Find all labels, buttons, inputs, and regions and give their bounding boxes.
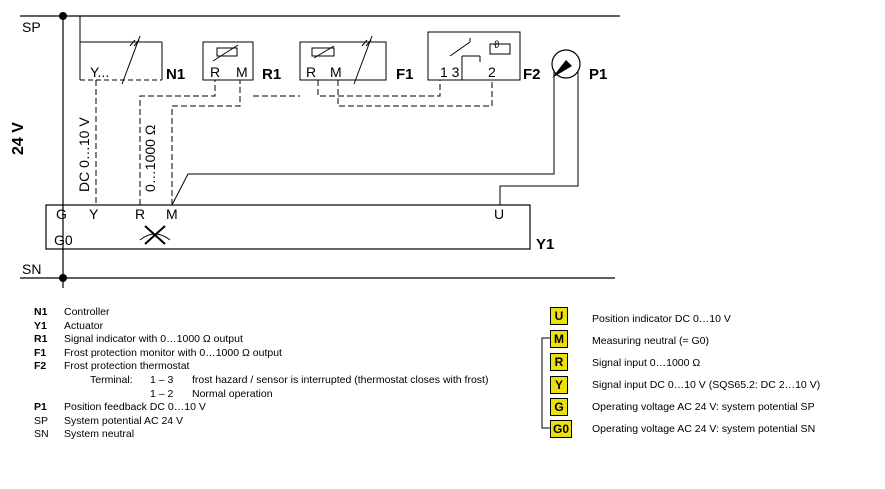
legend-text: Position feedback DC 0…10 V (64, 401, 206, 414)
legend-key: SN (34, 428, 49, 441)
terminal-y-box: Y (550, 376, 568, 394)
sn-label: SN (22, 261, 42, 277)
f2-tag: F2 (523, 66, 541, 83)
r1-m-label: M (236, 64, 248, 80)
f1-r-label: R (306, 64, 317, 80)
n1-tag: N1 (166, 66, 186, 83)
terminal-code: 1 – 2 (150, 387, 174, 400)
f2-thermo-symbol: ϑ (494, 40, 500, 51)
n1-inner-label: Y... (90, 64, 110, 80)
terminal-m-desc: Measuring neutral (= G0) (592, 335, 710, 347)
terminal-label: Terminal: (90, 373, 133, 386)
legend-text: Frost protection monitor with 0…1000 Ω o… (64, 346, 282, 359)
legend-row: R1 Signal indicator with 0…1000 Ω output (34, 333, 488, 347)
legend-row: P1 Position feedback DC 0…10 V (34, 401, 488, 415)
n1-controller (79, 16, 163, 85)
terminal-r-box: R (550, 353, 568, 371)
legend-key: Y1 (34, 319, 47, 332)
terminal-g0-box: G0 (550, 420, 572, 438)
legend-row: SN System neutral (34, 428, 488, 442)
terminal-y-desc: Signal input DC 0…10 V (SQS65.2: DC 2…10… (592, 379, 821, 391)
y1-terminal-m: M (166, 206, 178, 222)
terminal-code: 1 – 3 (150, 373, 174, 386)
legend-key: P1 (34, 401, 47, 414)
p1-gauge (551, 49, 581, 79)
f1-tag: F1 (396, 66, 414, 83)
legend-terminal-row: 1 – 2 Normal operation (90, 388, 488, 402)
y1-terminal-r: R (135, 206, 146, 222)
y1-terminal-g0: G0 (54, 232, 73, 248)
terminal-u-desc: Position indicator DC 0…10 V (592, 313, 731, 325)
f2-2-label: 2 (488, 64, 496, 80)
r1-r-label: R (210, 64, 221, 80)
y1-tag: Y1 (536, 236, 555, 253)
legend-row: Y1 Actuator (34, 320, 488, 334)
f1-monitor (299, 35, 387, 85)
legend-key: F1 (34, 346, 47, 359)
terminal-text: Normal operation (192, 387, 273, 400)
legend-row: F1 Frost protection monitor with 0…1000 Ω… (34, 347, 488, 361)
legend-text: System potential AC 24 V (64, 414, 184, 427)
legend-row: N1 Controller (34, 306, 488, 320)
legend-key: N1 (34, 306, 48, 318)
terminal-text: frost hazard / sensor is interrupted (th… (192, 373, 489, 386)
y1-actuator-box (45, 204, 531, 250)
terminal-r-desc: Signal input 0…1000 Ω (592, 357, 701, 369)
legend-text: Controller (64, 306, 110, 318)
legend-row: SP System potential AC 24 V (34, 415, 488, 429)
legend-key: F2 (34, 360, 47, 373)
y1-terminal-g: G (56, 206, 67, 222)
legend-key: R1 (34, 333, 48, 346)
terminal-g-desc: Operating voltage AC 24 V: system potent… (592, 401, 815, 413)
f1-m-label: M (330, 64, 342, 80)
terminal-m-box: M (550, 330, 568, 348)
terminal-g0-desc: Operating voltage AC 24 V: system potent… (592, 423, 816, 435)
sp-junction (59, 12, 67, 20)
r1-indicator (202, 41, 254, 81)
y1-terminal-y: Y (89, 206, 99, 222)
legend-row: F2 Frost protection thermostat (34, 360, 488, 374)
legend-terminal-row: Terminal: 1 – 3 frost hazard / sensor is i… (90, 374, 488, 388)
legend-text: Frost protection thermostat (64, 360, 190, 373)
p1-tag: P1 (589, 66, 608, 83)
f2-13-label: 1 3 (440, 64, 460, 80)
sn-junction (59, 274, 67, 282)
legend: N1 Controller Y1 Actuator R1 Signal indicat… (34, 306, 488, 442)
legend-text: Signal indicator with 0…1000 Ω output (64, 333, 243, 346)
legend-text: System neutral (64, 428, 135, 441)
sp-label: SP (22, 19, 41, 35)
actuator-symbol (139, 225, 171, 245)
y1-terminal-u: U (494, 206, 505, 222)
f2-thermostat (427, 31, 521, 81)
terminal-u-box: U (550, 307, 568, 325)
r1-tag: R1 (262, 66, 282, 83)
legend-key: SP (34, 414, 49, 427)
legend-text: Actuator (64, 319, 104, 332)
terminal-g-box: G (550, 398, 568, 416)
